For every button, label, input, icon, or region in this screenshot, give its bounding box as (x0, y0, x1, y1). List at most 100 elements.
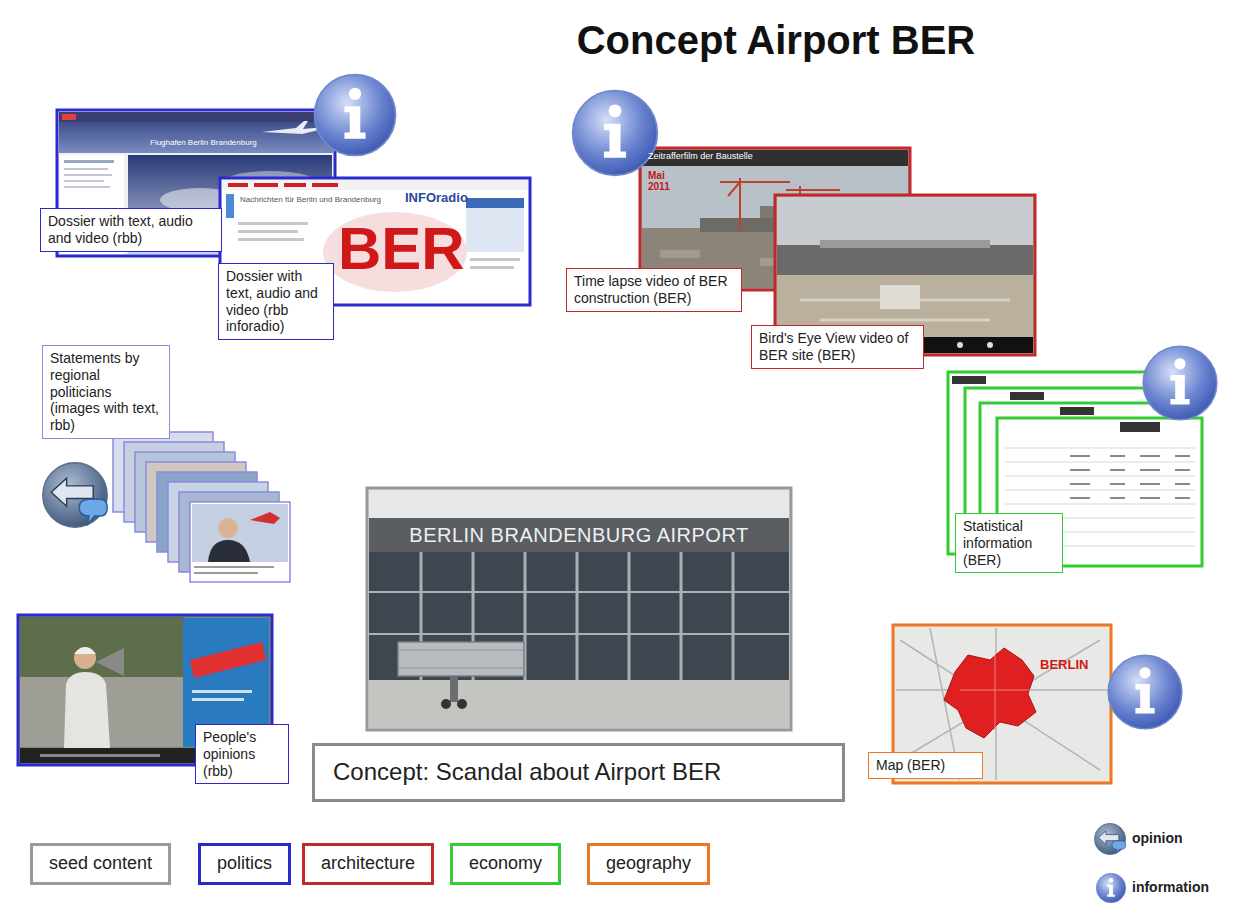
caption-text: Map (BER) (876, 757, 975, 774)
statement-cards (194, 572, 258, 574)
statement-cards (218, 518, 238, 538)
legend-info-icon (1096, 873, 1125, 902)
opinions-video (64, 672, 110, 748)
caption-box: Dossier with text, audio and video (rbb … (218, 263, 334, 340)
legend-entry: opinion (1132, 830, 1183, 847)
info-icon (315, 75, 396, 156)
opinions-video (190, 642, 266, 678)
legend-swatch: economy (450, 843, 561, 885)
airport-photo (369, 592, 789, 634)
info-icon (1108, 655, 1182, 729)
legend-swatch: politics (198, 843, 291, 885)
inforadio-screenshot (254, 183, 278, 187)
opinions-video (192, 698, 244, 701)
inforadio-screenshot (466, 208, 524, 252)
inforadio-screenshot (312, 183, 338, 187)
birds-eye-video (777, 197, 1033, 245)
statistics-pages (1120, 422, 1160, 432)
caption-text: Concept: Scandal about Airport BER (333, 758, 824, 787)
opinions-video (192, 690, 252, 693)
info-icon (1143, 346, 1217, 420)
legend-text: information (1132, 879, 1209, 895)
statistics-pages (1070, 456, 1190, 498)
info-icon (573, 91, 658, 176)
legend-text: economy (469, 853, 542, 873)
terminal-sign: BERLIN BRANDENBURG AIRPORT (409, 524, 748, 546)
legend-swatch: seed content (30, 843, 171, 885)
inforadio-screenshot (470, 258, 520, 261)
screenshot-headline: BER (338, 216, 465, 282)
inforadio-screenshot (238, 222, 308, 225)
birds-eye-video (777, 245, 1033, 275)
station-logo: INFOradio (405, 191, 468, 205)
airport-photo (369, 680, 789, 728)
caption-box: Map (BER) (868, 752, 983, 779)
timelapse-video (642, 150, 908, 166)
legend-opinion-icon (1094, 823, 1125, 854)
opinions-video (40, 754, 160, 757)
legend-swatch: geography (587, 843, 710, 885)
airport-photo (369, 518, 789, 552)
caption-box: Statistical information (BER) (955, 513, 1063, 573)
opinion-icon (43, 463, 107, 527)
inforadio-screenshot (470, 266, 514, 269)
legend-text: politics (217, 853, 272, 873)
caption-text: Dossier with text, audio and video (rbb) (48, 213, 214, 247)
caption-box: Dossier with text, audio and video (rbb) (40, 208, 222, 252)
caption-text: Bird's Eye View video of BER site (BER) (759, 330, 916, 364)
legend-text: architecture (321, 853, 415, 873)
airport-photo (367, 488, 791, 730)
inforadio-screenshot (226, 194, 234, 218)
rbb-screenshot (59, 122, 333, 153)
airport-photo (441, 699, 451, 709)
birds-eye-video (957, 342, 963, 348)
screenshot-subtitle: Nachrichten für Berlin und Brandenburg (240, 196, 381, 205)
inforadio-screenshot (222, 180, 528, 190)
inforadio-screenshot (228, 183, 248, 187)
caption-text: People's opinions (rbb) (203, 729, 281, 779)
opinions-video (96, 648, 124, 676)
statement-cards (190, 502, 290, 582)
inforadio-screenshot (466, 198, 524, 208)
inforadio-screenshot (284, 183, 306, 187)
airport-photo (398, 650, 524, 668)
inforadio-screenshot (238, 230, 298, 233)
screenshot-heading: Flughafen Berlin Brandenburg (150, 139, 257, 148)
caption-text: Statistical information (BER) (963, 518, 1055, 568)
legend-entry: information (1132, 879, 1209, 896)
video-date: Mai 2011 (648, 170, 678, 192)
rbb-screenshot (64, 180, 104, 182)
statement-cards (113, 432, 290, 582)
legend-text: seed content (49, 853, 152, 873)
statement-cards (250, 512, 280, 524)
caption-box: People's opinions (rbb) (195, 724, 289, 784)
rbb-screenshot (62, 114, 76, 120)
berlin-map (960, 655, 1030, 730)
birds-eye-video (880, 285, 920, 309)
caption-box: Time lapse video of BER construction (BE… (566, 268, 742, 312)
statement-cards (192, 504, 288, 562)
berlin-map (944, 648, 1036, 738)
birds-eye-video (820, 240, 990, 248)
rbb-screenshot (64, 186, 110, 188)
legend-opinion-icon (1094, 823, 1125, 854)
info-icon (315, 75, 396, 156)
legend-swatch: architecture (302, 843, 434, 885)
caption-text: Statements by regional politicians (imag… (50, 350, 162, 434)
caption-box: Statements by regional politicians (imag… (42, 345, 170, 439)
inforadio-screenshot (323, 212, 467, 292)
seed-caption-box: Concept: Scandal about Airport BER (312, 743, 845, 802)
statistics-pages (1060, 407, 1094, 415)
inforadio-screenshot (238, 238, 304, 241)
statistics-pages (952, 376, 986, 384)
statement-cards (208, 540, 250, 562)
legend-text: geography (606, 853, 691, 873)
map-label: BERLIN (1040, 658, 1088, 672)
airport-photo (457, 699, 467, 709)
opinions-video (20, 617, 185, 677)
legend-text: opinion (1132, 830, 1183, 846)
info-icon (1143, 346, 1217, 420)
airport-photo (367, 488, 791, 730)
caption-box: Bird's Eye View video of BER site (BER) (751, 325, 924, 369)
